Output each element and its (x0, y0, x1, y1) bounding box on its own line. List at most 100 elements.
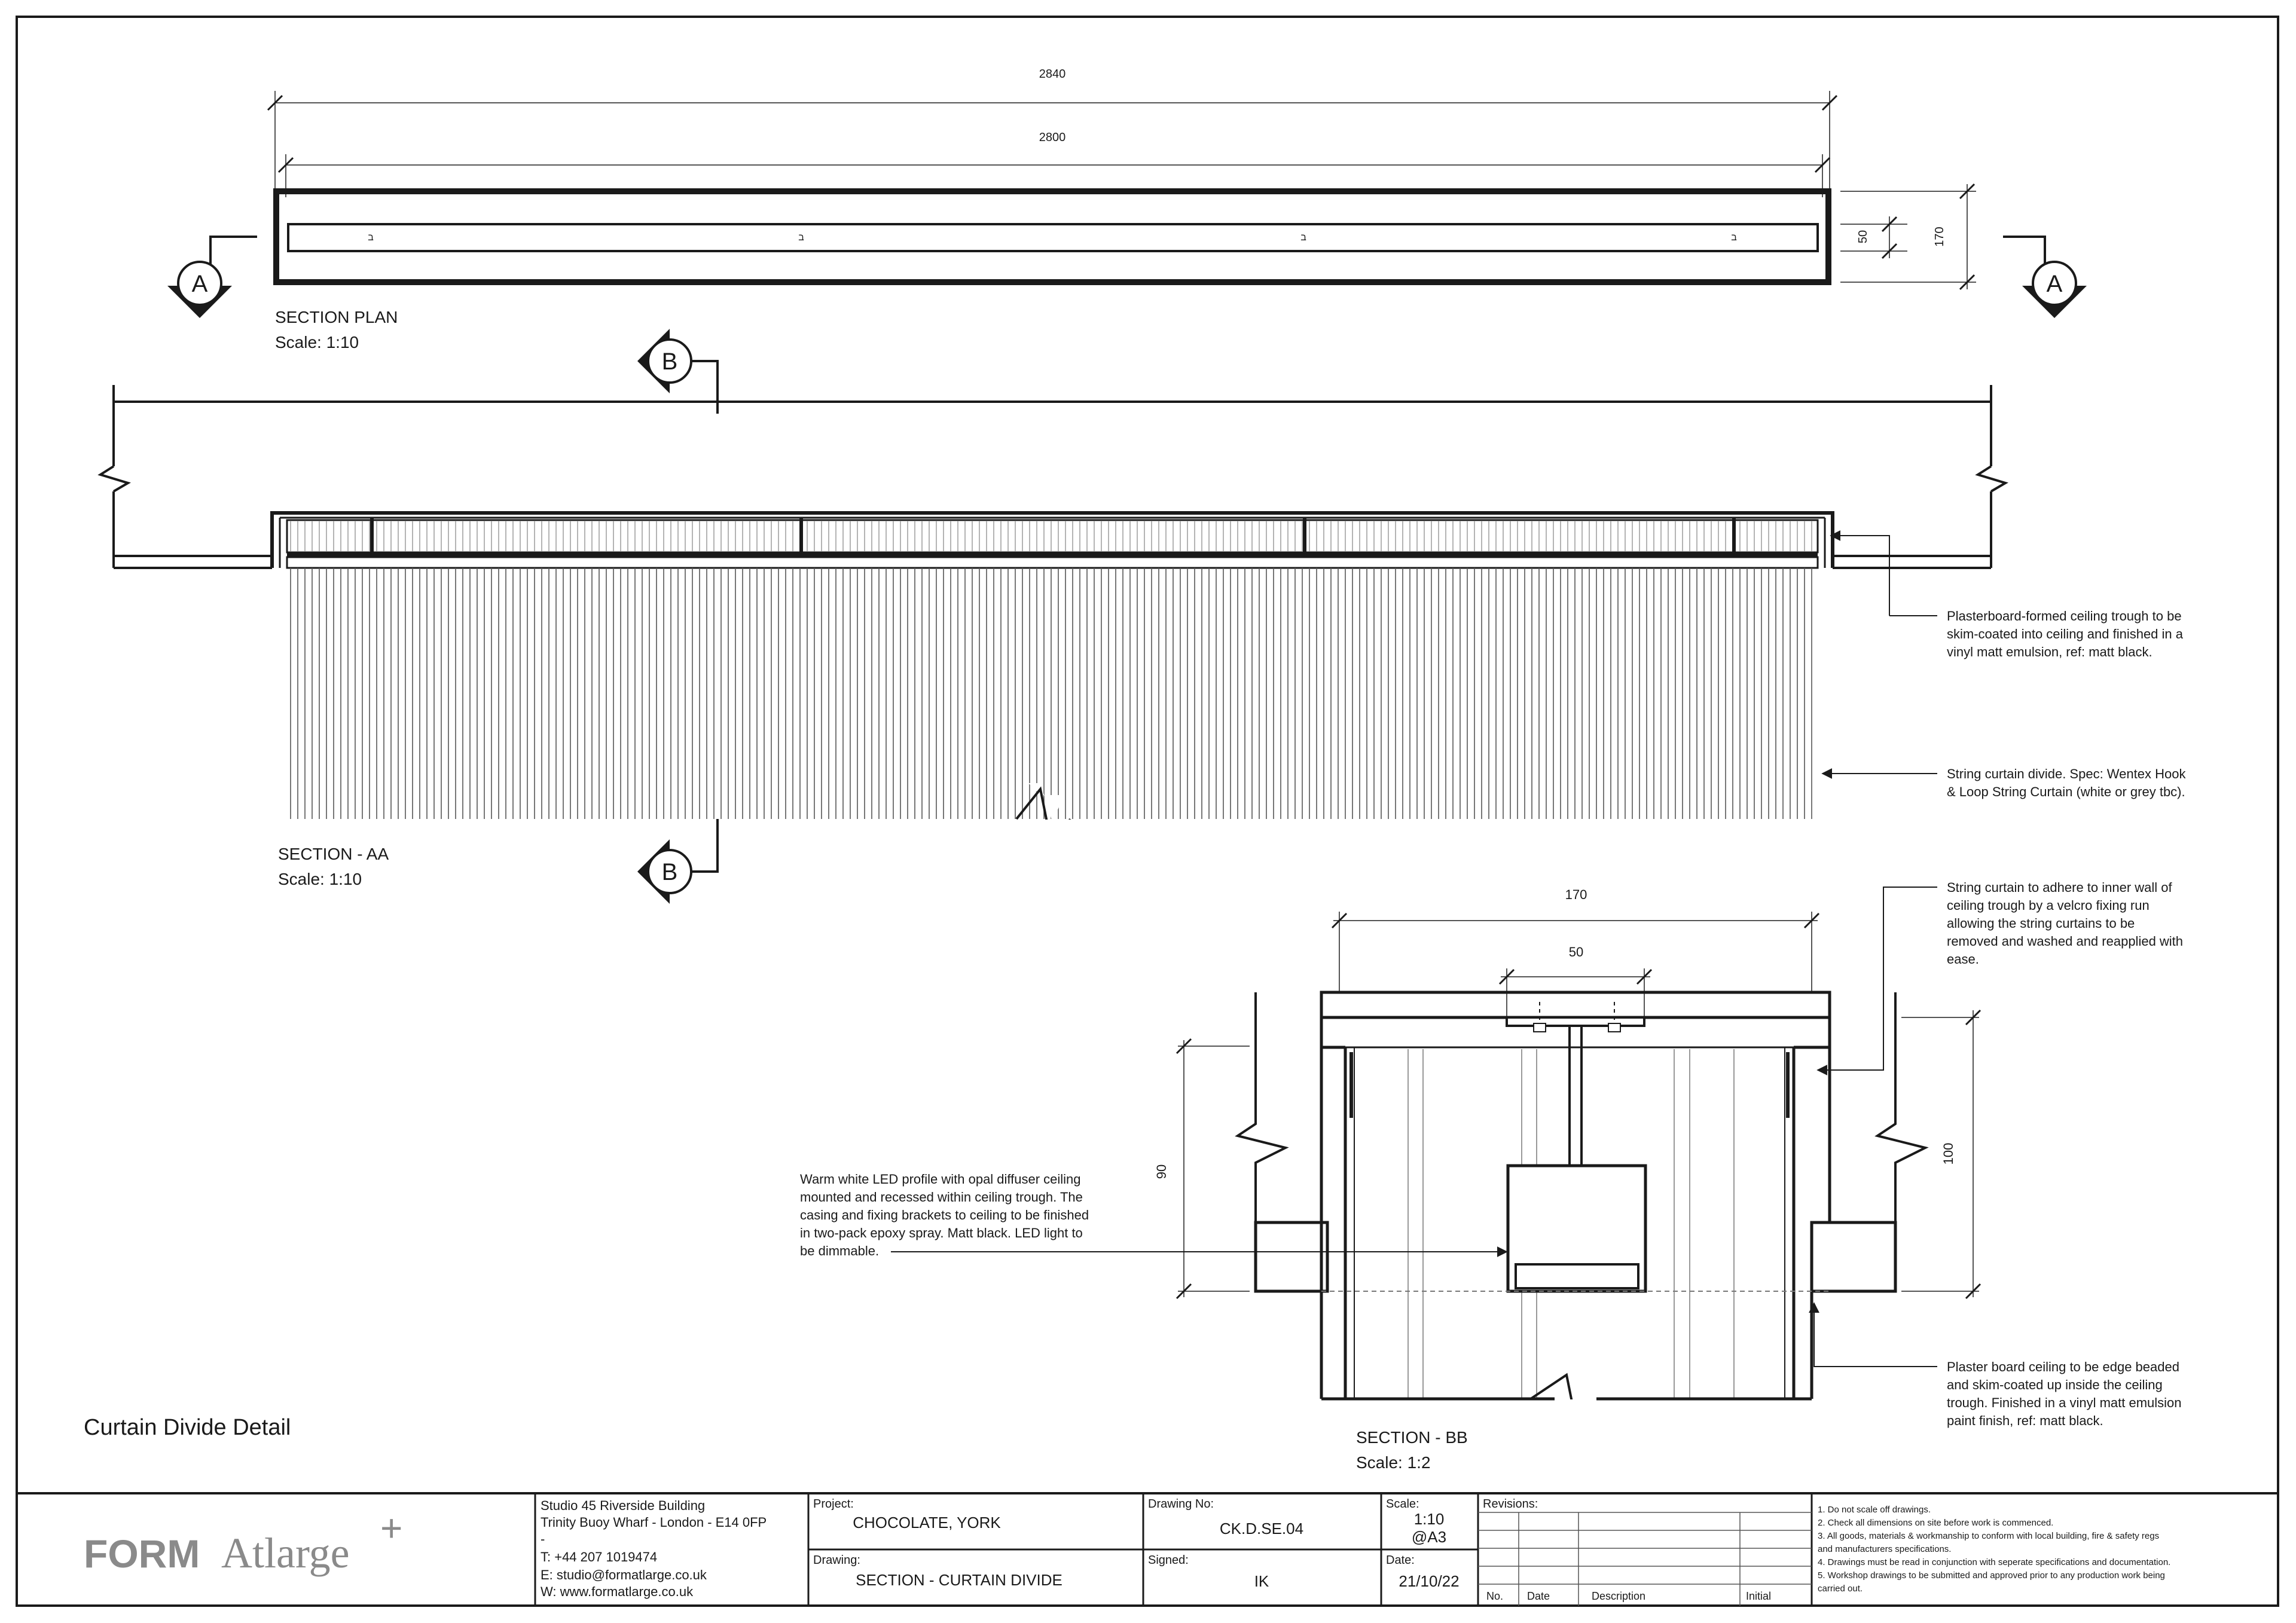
bb-dimension-width (1331, 912, 1820, 992)
drawing-label: Drawing: (813, 1554, 860, 1567)
svg-text:removed and washed and reappli: removed and washed and reapplied with (1947, 934, 2183, 949)
section-marker-b-bottom: B (637, 819, 719, 904)
svg-text:trough. Finished in a vinyl ma: trough. Finished in a vinyl matt emulsio… (1947, 1395, 2182, 1410)
svg-text:4. Drawings must be read in co: 4. Drawings must be read in conjunction … (1818, 1557, 2170, 1567)
svg-text:& Loop String Curtain (white o: & Loop String Curtain (white or grey tbc… (1947, 784, 2185, 799)
bb-dimension-slot (1498, 968, 1653, 1016)
dimension-slot-label: 50 (1857, 230, 1870, 243)
scale-sheet: @A3 (1412, 1528, 1446, 1546)
trough-note-leader (1830, 530, 1890, 616)
svg-text:No.: No. (1486, 1590, 1503, 1602)
led-fixture (1506, 1002, 1647, 1293)
section-aa-scale: Scale: 1:10 (278, 870, 362, 888)
sheet-border (16, 16, 2279, 1607)
svg-text:and skim-coated up inside the: and skim-coated up inside the ceiling (1947, 1377, 2163, 1392)
svg-text:T: +44 207 1019474: T: +44 207 1019474 (541, 1549, 657, 1564)
general-notes: 1. Do not scale off drawings. 2. Check a… (1818, 1505, 2170, 1594)
section-marker-b-label: B (662, 349, 678, 375)
section-marker-b-top: B (637, 329, 719, 414)
svg-text:ease.: ease. (1947, 952, 1979, 967)
velcro-note-leader (1816, 887, 1937, 1075)
svg-text:ceiling trough by a velcro fix: ceiling trough by a velcro fixing run (1947, 898, 2150, 913)
drawing-title: Curtain Divide Detail (84, 1415, 291, 1440)
bb-dimension-width-label: 170 (1565, 887, 1587, 902)
svg-text:2. Check all dimensions on sit: 2. Check all dimensions on site before w… (1818, 1518, 2053, 1528)
scale-value: 1:10 (1414, 1510, 1445, 1528)
section-marker-b-label: B (662, 859, 678, 885)
revisions-columns: No. Date Description Initial (1486, 1590, 1771, 1602)
section-marker-a-label: A (2047, 271, 2063, 297)
signed-value: IK (1254, 1572, 1269, 1590)
bb-dimension-slot-label: 50 (1569, 945, 1583, 959)
section-bb: 170 50 (800, 880, 2183, 1472)
logo-text-bold: FORM (84, 1532, 200, 1576)
drawing-no-label: Drawing No: (1148, 1497, 1214, 1511)
fixing-brackets: ב ב ב ב (368, 233, 1737, 243)
plaster-note-leader (1809, 1302, 1937, 1367)
svg-text:Plasterboard-formed ceiling tr: Plasterboard-formed ceiling trough to be (1947, 609, 2182, 623)
section-bb-title: SECTION - BB (1356, 1428, 1468, 1447)
date-value: 21/10/22 (1399, 1572, 1459, 1590)
svg-text:be dimmable.: be dimmable. (800, 1243, 879, 1258)
svg-text:ב: ב (1731, 233, 1737, 243)
svg-text:paint finish, ref: matt black.: paint finish, ref: matt black. (1947, 1413, 2103, 1428)
date-label: Date: (1386, 1554, 1415, 1567)
svg-text:5. Workshop drawings to be sub: 5. Workshop drawings to be submitted and… (1818, 1570, 2165, 1581)
section-marker-a-right: A (2003, 236, 2087, 318)
svg-text:Trinity Buoy Wharf - London -: Trinity Buoy Wharf - London - E14 0FP (541, 1515, 767, 1530)
svg-text:Studio 45 Riverside Building: Studio 45 Riverside Building (541, 1498, 705, 1513)
svg-text:allowing the string curtains t: allowing the string curtains to be (1947, 916, 2135, 931)
section-plan-scale: Scale: 1:10 (275, 333, 359, 352)
svg-text:carried out.: carried out. (1818, 1584, 1863, 1594)
svg-text:Initial: Initial (1746, 1590, 1771, 1602)
company-logo: FORM Atlarge + (84, 1506, 402, 1577)
dimension-depth (1840, 183, 1976, 291)
string-curtain (288, 568, 1816, 819)
dimension-depth-label: 170 (1933, 227, 1946, 246)
svg-text:W: www.formatlarge.co.uk: W: www.formatlarge.co.uk (541, 1584, 694, 1599)
section-plan: 2840 2800 ב ב ב ב (167, 68, 2087, 352)
svg-text:ב: ב (1300, 233, 1306, 243)
section-aa: B B SECTION - AA Scale: 1:10 Plasterboar… (97, 329, 2186, 904)
trough-fill-pattern (288, 521, 1816, 551)
section-bb-scale: Scale: 1:2 (1356, 1453, 1431, 1472)
signed-label: Signed: (1148, 1554, 1189, 1567)
section-plan-title: SECTION PLAN (275, 308, 398, 326)
svg-text:skim-coated into ceiling and f: skim-coated into ceiling and finished in… (1947, 626, 2184, 641)
dimension-inner-label: 2800 (1039, 131, 1066, 144)
dimension-overall-label: 2840 (1039, 68, 1066, 81)
scale-label: Scale: (1386, 1497, 1419, 1511)
trough-plan-outer (273, 188, 1831, 285)
drawing-no-value: CK.D.SE.04 (1220, 1520, 1303, 1538)
project-label: Project: (813, 1497, 854, 1511)
trough-brackets (370, 518, 1736, 556)
trough-plan-slot (287, 223, 1819, 252)
svg-text:in two-pack epoxy spray. Matt: in two-pack epoxy spray. Matt black. LED… (800, 1225, 1083, 1240)
logo-plus: + (380, 1506, 402, 1549)
svg-text:1. Do not scale off drawings.: 1. Do not scale off drawings. (1818, 1505, 1931, 1515)
svg-text:-: - (541, 1532, 545, 1546)
svg-text:Date: Date (1527, 1590, 1550, 1602)
project-value: CHOCOLATE, YORK (853, 1514, 1001, 1532)
trough-note: Plasterboard-formed ceiling trough to be… (1947, 609, 2184, 659)
velcro-note: String curtain to adhere to inner wall o… (1947, 880, 2183, 967)
svg-text:mounted and recessed within ce: mounted and recessed within ceiling trou… (800, 1190, 1083, 1205)
svg-text:E: studio@formatlarge.co.uk: E: studio@formatlarge.co.uk (541, 1567, 707, 1582)
dimension-overall (267, 91, 1838, 188)
section-marker-a-left: A (167, 236, 257, 318)
svg-text:ב: ב (798, 233, 804, 243)
led-note: Warm white LED profile with opal diffuse… (800, 1172, 1089, 1258)
revisions-label: Revisions: (1483, 1497, 1538, 1511)
svg-text:and manufacturers specificatio: and manufacturers specifications. (1818, 1544, 1951, 1554)
svg-text:vinyl matt emulsion, ref: matt: vinyl matt emulsion, ref: matt black. (1947, 644, 2152, 659)
svg-text:Description: Description (1592, 1590, 1645, 1602)
bb-dimension-left-label: 90 (1154, 1164, 1169, 1179)
section-marker-a-label: A (192, 271, 208, 297)
svg-text:casing and fixing brackets to: casing and fixing brackets to ceiling to… (800, 1208, 1089, 1222)
logo-text-light: Atlarge (221, 1529, 350, 1577)
bb-dimension-left (1176, 1038, 1250, 1300)
title-block: FORM Atlarge + Studio 45 Riverside Build… (17, 1492, 2278, 1606)
svg-text:Warm white LED profile with op: Warm white LED profile with opal diffuse… (800, 1172, 1081, 1187)
bb-dimension-right (1901, 1009, 1981, 1300)
